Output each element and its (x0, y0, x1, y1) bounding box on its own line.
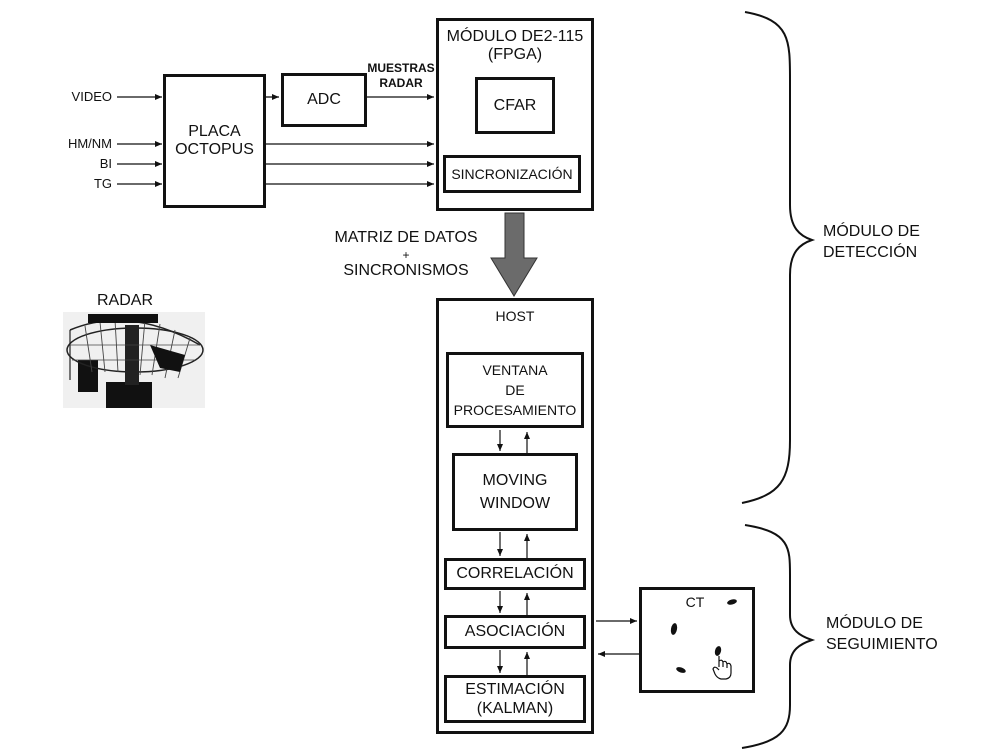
seguimiento-brace (741, 524, 816, 749)
ct-label: CT (685, 594, 705, 610)
muestras-radar-label: MUESTRAS RADAR (364, 61, 438, 91)
cfar-label: CFAR (493, 96, 537, 114)
matriz-line2: + (402, 247, 410, 262)
deteccion-label: MÓDULO DE DETECCIÓN (823, 222, 920, 264)
correlacion-box: CORRELACIÓN (444, 558, 586, 590)
bi-label: BI (99, 156, 112, 171)
placa-label-line1: PLACA (188, 122, 241, 140)
fpga-module-box: MÓDULO DE2-115 (FPGA) (436, 18, 594, 211)
moving-line1: MOVING (482, 471, 548, 489)
ventana-line1: VENTANA (482, 361, 548, 378)
fpga-title-line1: MÓDULO DE2-115 (446, 28, 584, 45)
estimacion-line1: ESTIMACIÓN (465, 680, 565, 698)
seguimiento-line1: MÓDULO DE (826, 615, 923, 632)
ct-targets (670, 599, 737, 673)
cfar-box: CFAR (475, 77, 555, 134)
estimacion-box: ESTIMACIÓN (KALMAN) (444, 675, 586, 723)
host-box: HOST (436, 298, 594, 734)
asociacion-box: ASOCIACIÓN (444, 615, 586, 649)
video-label: VIDEO (71, 89, 112, 104)
fpga-title-line2: (FPGA) (487, 46, 543, 64)
hand-cursor-icon (712, 656, 732, 680)
matriz-datos-label: MATRIZ DE DATOS + SINCRONISMOS (318, 229, 494, 281)
muestras-line1: MUESTRAS (367, 61, 435, 75)
tg-label: TG (93, 176, 112, 191)
estimacion-line2: (KALMAN) (476, 700, 554, 717)
hm-nm-label: HM/NM (67, 136, 112, 151)
moving-line2: WINDOW (479, 495, 551, 512)
muestras-line2: RADAR (379, 76, 423, 90)
matriz-line1: MATRIZ DE DATOS (334, 229, 478, 246)
radar-image (63, 312, 205, 408)
radar-label: RADAR (96, 292, 153, 309)
sincronizacion-box: SINCRONIZACIÓN (443, 155, 581, 193)
placa-octopus-box: PLACA OCTOPUS (163, 74, 266, 208)
host-label: HOST (495, 308, 535, 324)
seguimiento-line2: SEGUIMIENTO (826, 635, 938, 653)
ventana-box: VENTANA DE PROCESAMIENTO (446, 352, 584, 428)
placa-label-line2: OCTOPUS (175, 141, 254, 158)
sincronizacion-label: SINCRONIZACIÓN (451, 166, 573, 182)
ct-box: CT (639, 587, 755, 693)
ventana-line3: PROCESAMIENTO (453, 402, 577, 419)
adc-box: ADC (281, 73, 367, 127)
asociacion-label: ASOCIACIÓN (464, 623, 566, 640)
ventana-line2: DE (505, 381, 525, 398)
matriz-line3: SINCRONISMOS (343, 262, 469, 280)
deteccion-brace (741, 11, 816, 504)
correlacion-label: CORRELACIÓN (456, 565, 574, 582)
moving-window-box: MOVING WINDOW (452, 453, 578, 531)
fpga-to-host-arrow (490, 212, 538, 297)
fpga-title: MÓDULO DE2-115 (FPGA) (439, 28, 591, 65)
deteccion-line2: DETECCIÓN (823, 243, 918, 261)
deteccion-line1: MÓDULO DE (823, 223, 920, 240)
adc-label: ADC (307, 91, 341, 108)
seguimiento-label: MÓDULO DE SEGUIMIENTO (826, 614, 938, 656)
